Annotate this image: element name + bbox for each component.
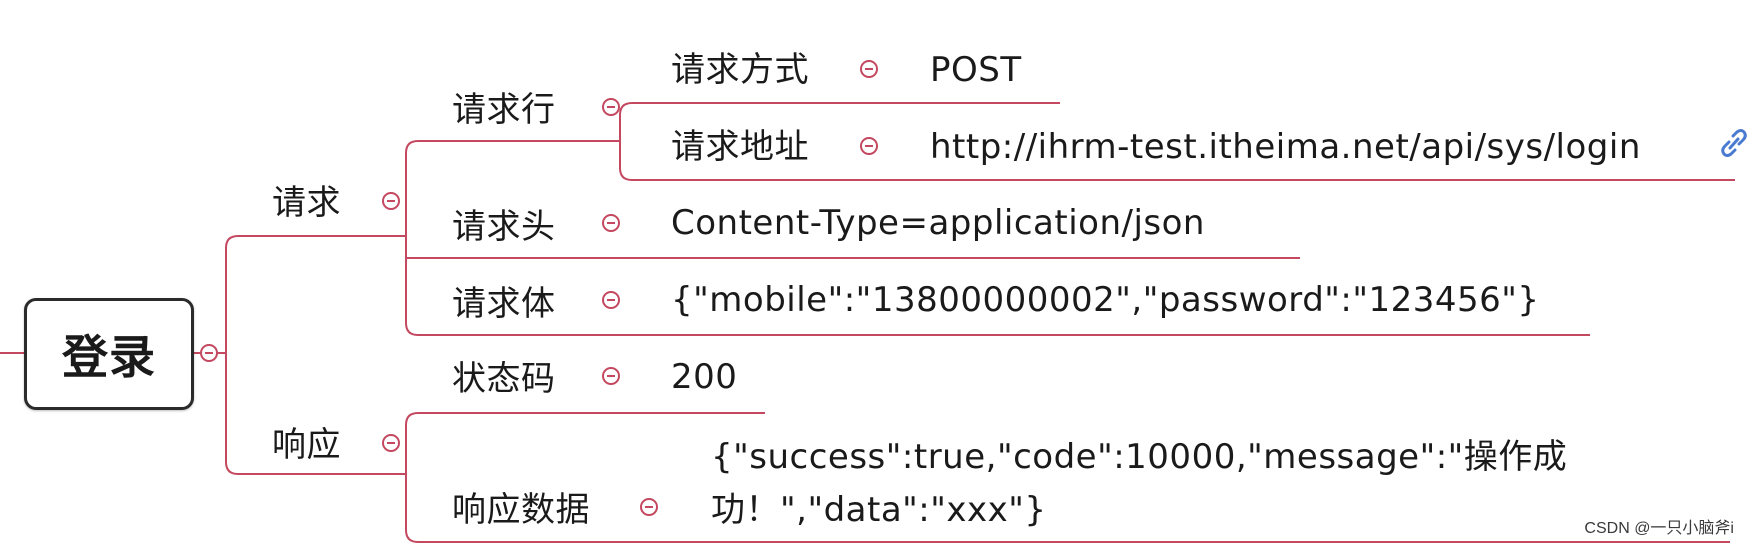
collapse-minus-icon[interactable]	[860, 137, 878, 155]
node-response-data[interactable]: 响应数据	[452, 490, 590, 530]
collapse-minus-icon[interactable]	[382, 434, 400, 452]
collapse-minus-icon[interactable]	[602, 367, 620, 385]
collapse-minus-icon[interactable]	[382, 192, 400, 210]
node-request-header[interactable]: 请求头	[452, 207, 556, 247]
value-response-data-line2[interactable]: 功！","data":"xxx"}	[711, 490, 1047, 530]
collapse-minus-icon[interactable]	[860, 60, 878, 78]
value-request-header[interactable]: Content-Type=application/json	[671, 203, 1205, 243]
connector-response-vertical	[405, 412, 1730, 543]
collapse-minus-icon[interactable]	[200, 344, 218, 362]
value-request-method[interactable]: POST	[930, 50, 1022, 90]
link-icon[interactable]	[1721, 128, 1747, 158]
value-request-body[interactable]: {"mobile":"13800000002","password":"1234…	[671, 280, 1540, 320]
collapse-minus-icon[interactable]	[602, 291, 620, 309]
root-node[interactable]: 登录	[24, 298, 194, 410]
value-status-code[interactable]: 200	[671, 357, 738, 397]
root-label: 登录	[62, 330, 156, 384]
node-request-line[interactable]: 请求行	[452, 90, 556, 130]
node-request[interactable]: 请求	[272, 183, 341, 223]
value-response-data-line1[interactable]: {"success":true,"code":10000,"message":"…	[711, 437, 1568, 477]
collapse-minus-icon[interactable]	[602, 214, 620, 232]
node-request-address[interactable]: 请求地址	[671, 127, 809, 167]
node-status-code[interactable]: 状态码	[452, 359, 556, 399]
collapse-minus-icon[interactable]	[640, 498, 658, 516]
connector-request-vertical	[405, 140, 1590, 336]
collapse-minus-icon[interactable]	[602, 98, 620, 116]
watermark: CSDN @一只小脑斧i	[1584, 520, 1734, 537]
connector-reqline-vertical	[619, 102, 1735, 181]
node-response[interactable]: 响应	[272, 425, 341, 465]
value-request-address[interactable]: http://ihrm-test.itheima.net/api/sys/log…	[930, 127, 1641, 167]
node-request-method[interactable]: 请求方式	[671, 50, 809, 90]
node-request-body[interactable]: 请求体	[452, 284, 556, 324]
connector-root-vertical	[225, 235, 400, 475]
